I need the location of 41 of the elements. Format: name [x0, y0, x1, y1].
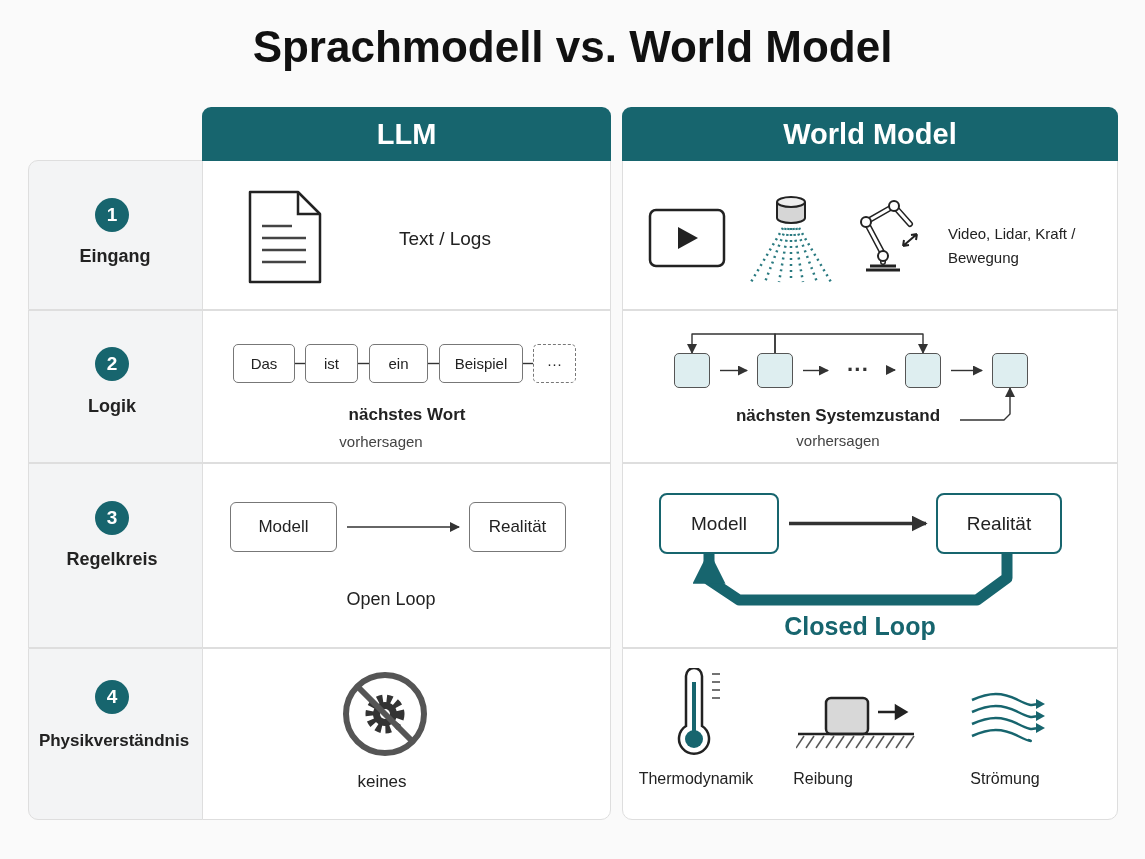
model-box: Realität — [936, 493, 1062, 554]
diagram-title: Sprachmodell vs. World Model — [251, 22, 894, 72]
subcaption-text: vorhersagen — [796, 432, 880, 449]
word-token: Beispiel — [439, 344, 523, 383]
label-text: Physikverständnis — [38, 731, 190, 751]
word-token: ein — [369, 344, 428, 383]
label-text: vorhersagen — [339, 433, 423, 450]
ellipsis: ··· — [838, 356, 878, 384]
label-text: nächstes Wort — [348, 405, 466, 425]
word-token: ist — [305, 344, 358, 383]
arrow — [719, 365, 748, 376]
arrow — [346, 522, 460, 532]
label-text: Video, Lidar, Kraft / Bewegung — [948, 224, 1076, 268]
label-text: Eingang — [79, 246, 151, 267]
model-box: Realität — [469, 502, 566, 552]
label-text: Strömung — [970, 770, 1040, 788]
state-box — [905, 353, 941, 388]
word-token: Das — [233, 344, 295, 383]
label-text: Regelkreis — [66, 549, 158, 570]
label-text: Reibung — [793, 770, 853, 788]
label-text: Logik — [88, 396, 136, 417]
state-box — [674, 353, 710, 388]
arrow — [959, 387, 1015, 421]
arrow — [774, 333, 928, 354]
arrow — [687, 333, 776, 354]
arrow — [886, 365, 896, 375]
arrow — [802, 365, 829, 376]
state-box — [992, 353, 1028, 388]
model-box: Modell — [659, 493, 779, 554]
label-text: Open Loop — [346, 589, 436, 610]
column-header: LLM — [202, 107, 611, 161]
placeholder-token: ··· — [533, 344, 576, 383]
state-box — [757, 353, 793, 388]
column-header: World Model — [622, 107, 1118, 161]
label-text: Thermodynamik — [638, 770, 754, 788]
arrow — [950, 365, 983, 376]
model-box: Modell — [230, 502, 337, 552]
caption-text: nächsten Systemzustand — [735, 406, 941, 426]
label-text: keines — [357, 772, 407, 792]
arrow — [789, 515, 928, 532]
label-text: Text / Logs — [399, 228, 491, 250]
